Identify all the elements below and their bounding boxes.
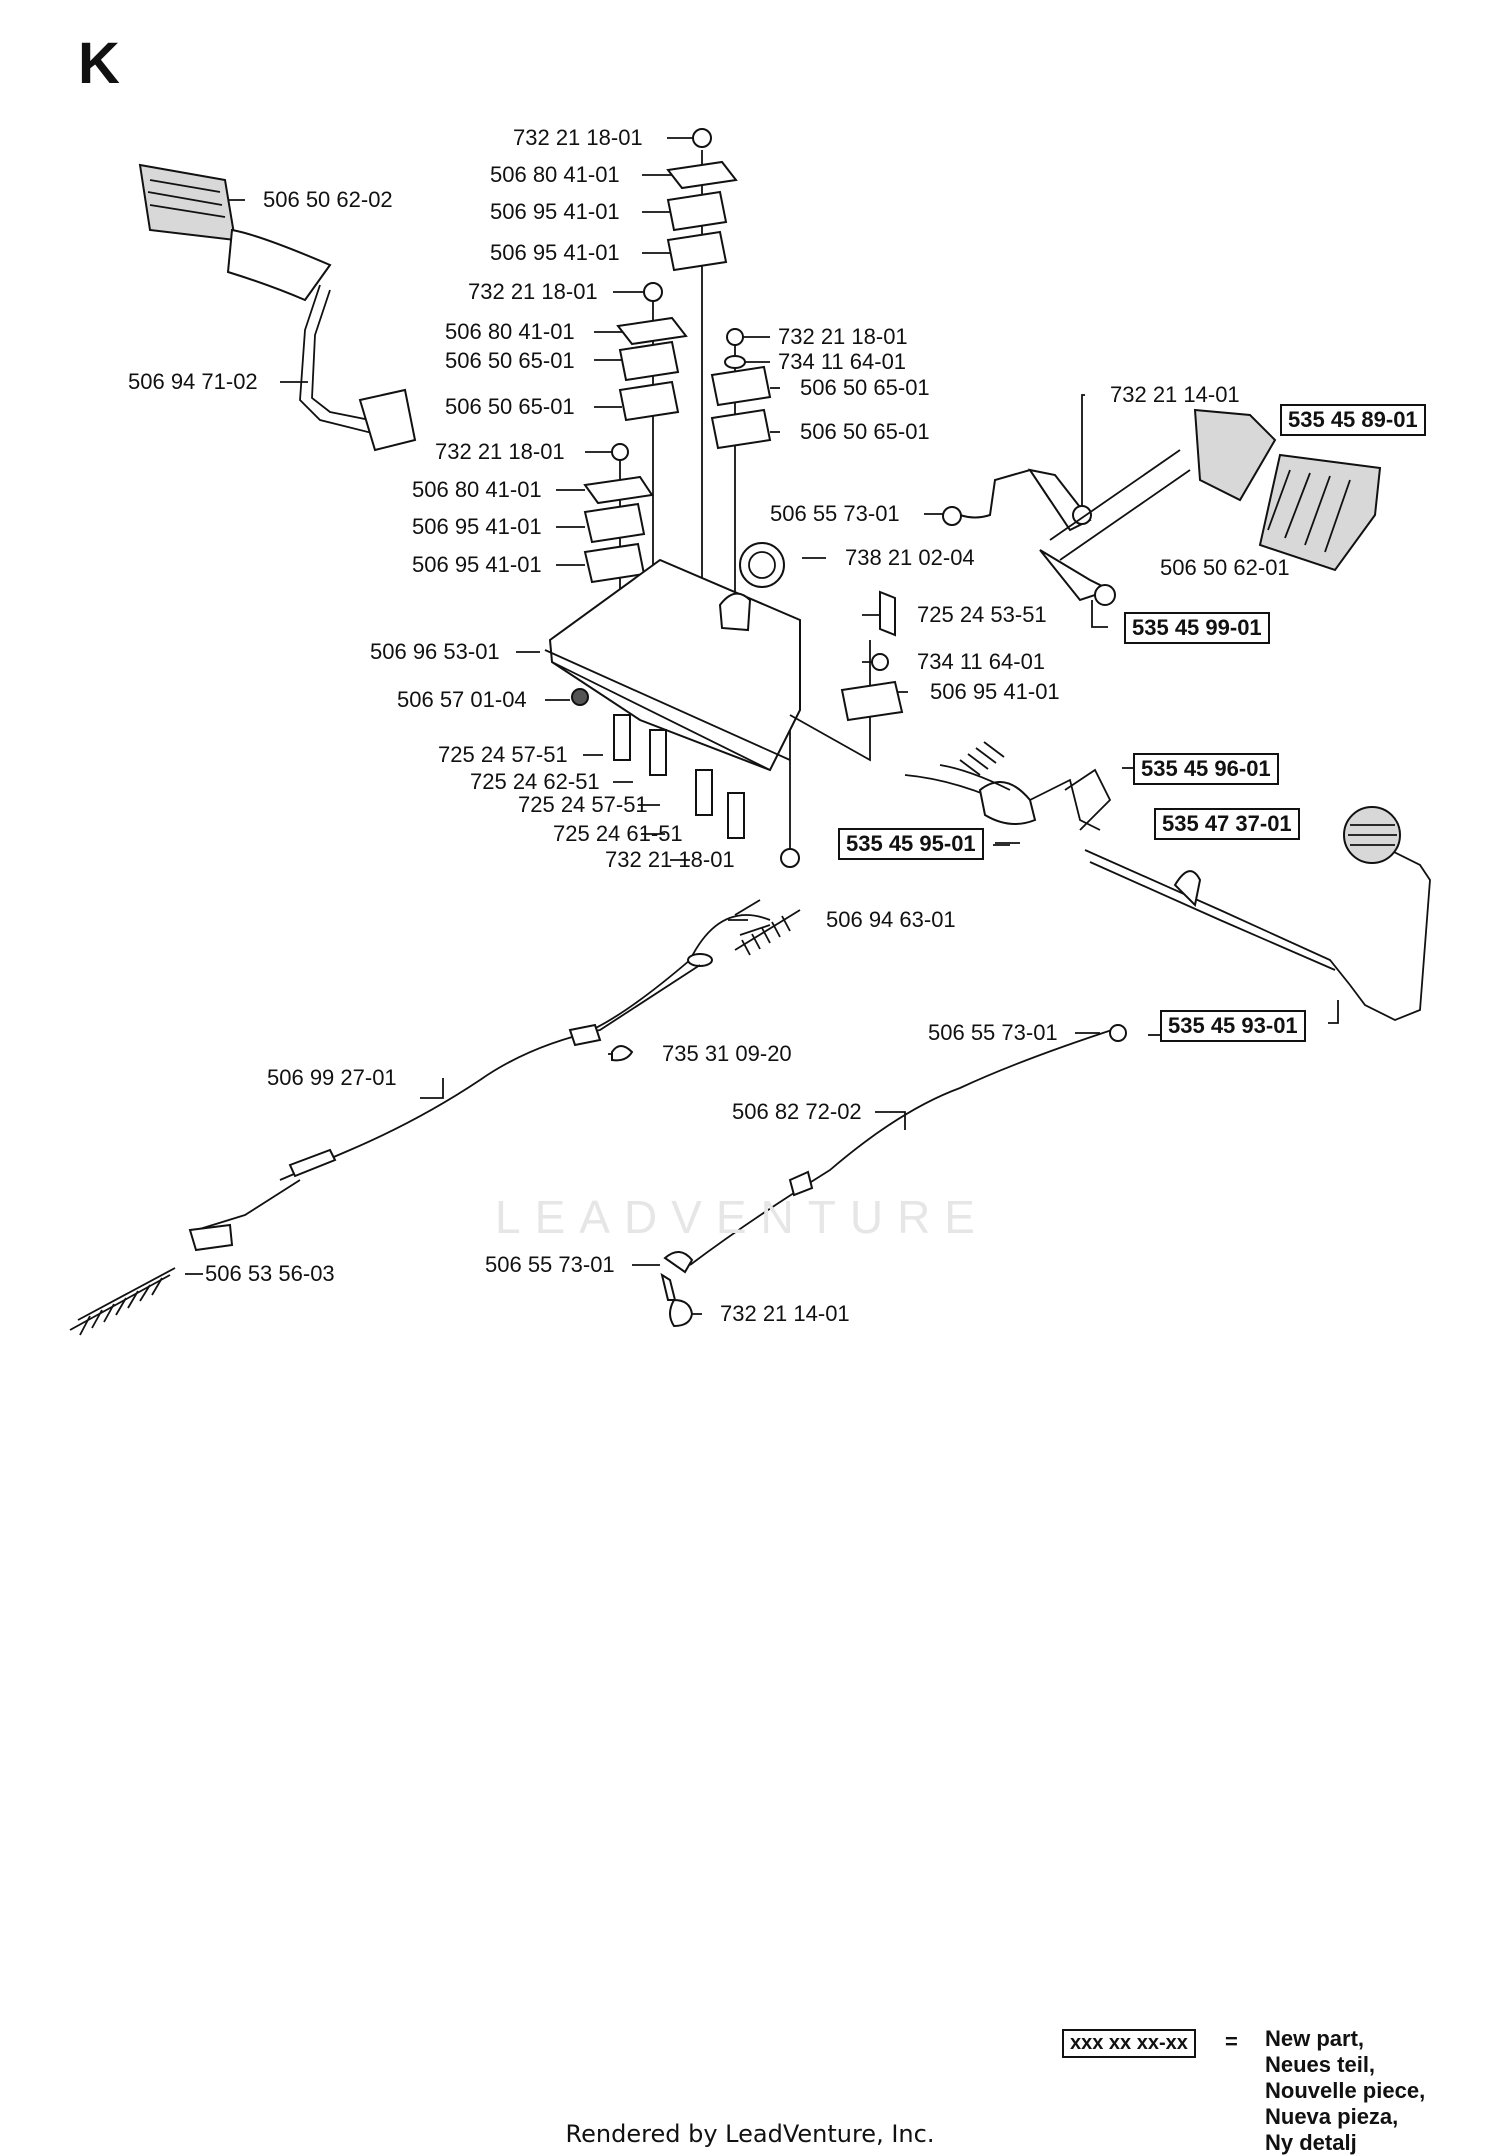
part-label: 732 21 18-01: [605, 847, 735, 872]
part-label: 506 55 73-01: [770, 501, 900, 526]
part-label: 506 95 41-01: [490, 199, 620, 224]
cables: [69, 741, 1127, 1336]
part-label: 506 80 41-01: [412, 477, 542, 502]
part-label-new: 535 45 93-01: [1160, 1010, 1306, 1042]
part-label: 734 11 64-01: [778, 349, 907, 374]
part-label: 506 53 56-03: [205, 1261, 335, 1286]
part-label: 506 94 63-01: [826, 907, 956, 932]
right-assembly: [840, 408, 1431, 1021]
part-label: 506 57 01-04: [397, 687, 527, 712]
part-label: 732 21 18-01: [513, 125, 643, 150]
part-label: 506 96 53-01: [370, 639, 500, 664]
part-label: 738 21 02-04: [845, 545, 975, 570]
part-label: 506 80 41-01: [490, 162, 620, 187]
part-label: 732 21 14-01: [720, 1301, 850, 1326]
part-label: 506 95 41-01: [930, 679, 1060, 704]
part-label: 506 50 65-01: [445, 394, 575, 419]
part-label: 734 11 64-01: [917, 649, 1046, 674]
part-label-new: 535 45 89-01: [1280, 404, 1426, 436]
part-label: 732 21 14-01: [1110, 382, 1240, 407]
part-label: 506 55 73-01: [485, 1252, 615, 1277]
page-letter: K: [78, 31, 120, 96]
part-label: 732 21 18-01: [468, 279, 598, 304]
legend-new-part-box: xxx xx xx-xx: [1062, 2029, 1196, 2058]
bracket-plate: [544, 542, 871, 868]
part-label: 506 55 73-01: [928, 1020, 1058, 1045]
part-label: 506 50 62-02: [263, 187, 393, 212]
part-label: 506 50 62-01: [1160, 555, 1290, 580]
part-label: 506 50 65-01: [800, 375, 930, 400]
part-label: 506 95 41-01: [412, 514, 542, 539]
legend-line: Nouvelle piece,: [1265, 2078, 1426, 2103]
part-label: 732 21 18-01: [778, 324, 908, 349]
legend-line: New part,: [1265, 2026, 1365, 2051]
legend-description: New part, Neues teil, Nouvelle piece, Nu…: [1265, 2026, 1425, 2156]
left-pedal: [138, 163, 417, 452]
part-label-new: 535 45 95-01: [838, 828, 984, 860]
part-label: 506 82 72-02: [732, 1099, 862, 1124]
part-label: 506 99 27-01: [267, 1065, 397, 1090]
part-label: 506 50 65-01: [445, 348, 575, 373]
part-label: 506 94 71-02: [128, 369, 258, 394]
part-label: 732 21 18-01: [435, 439, 565, 464]
part-label: 725 24 61-51: [553, 821, 683, 846]
part-label: 725 24 62-51: [470, 769, 600, 794]
watermark-text: LEADVENTURE: [495, 1191, 989, 1243]
part-label: 725 24 57-51: [518, 792, 648, 817]
legend-equals: =: [1225, 2029, 1238, 2054]
footer-credit: Rendered by LeadVenture, Inc.: [565, 2120, 935, 2148]
part-label: 506 95 41-01: [412, 552, 542, 577]
part-label-new: 535 45 96-01: [1133, 753, 1279, 785]
legend-line: Ny detalj: [1265, 2130, 1357, 2155]
part-label: 506 50 65-01: [800, 419, 930, 444]
part-label: 506 95 41-01: [490, 240, 620, 265]
part-label: 725 24 53-51: [917, 602, 1047, 627]
center-blocks: [583, 128, 772, 584]
part-label-new: 535 45 99-01: [1124, 612, 1270, 644]
part-label: 506 80 41-01: [445, 319, 575, 344]
legend-line: Nueva pieza,: [1265, 2104, 1399, 2129]
part-label-new: 535 47 37-01: [1154, 808, 1300, 840]
part-label: 725 24 57-51: [438, 742, 568, 767]
part-label: 735 31 09-20: [662, 1041, 792, 1066]
legend-line: Neues teil,: [1265, 2052, 1376, 2077]
